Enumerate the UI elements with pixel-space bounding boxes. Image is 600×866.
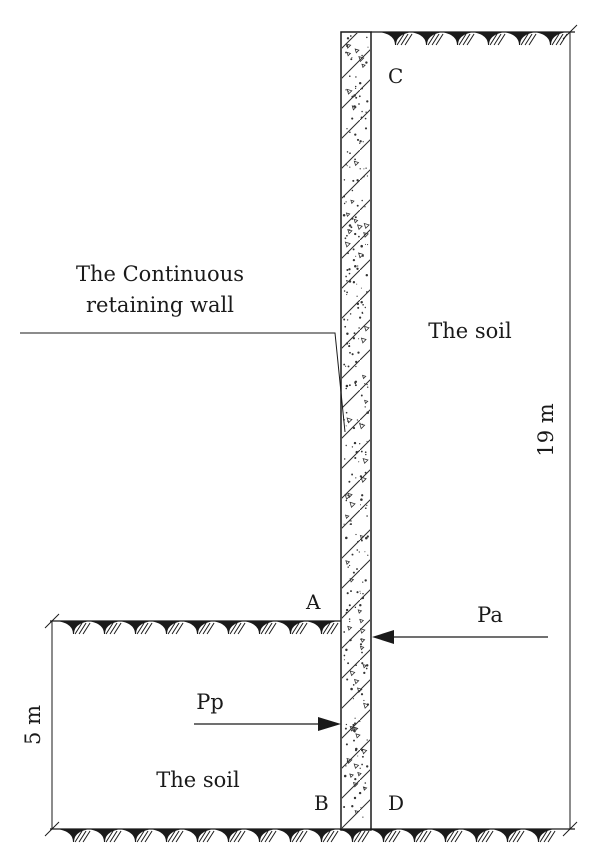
wall-label-leader <box>20 332 346 433</box>
wall-label-line2: retaining wall <box>86 293 234 317</box>
concrete-aggregate-texture <box>342 35 370 818</box>
soil-label-right: The soil <box>428 319 512 343</box>
wall-label-line1: The Continuous <box>76 262 244 286</box>
passive-pressure-label: Pp <box>196 690 224 714</box>
dimension-5m: 5 m <box>21 613 60 837</box>
point-a-label: A <box>305 590 321 614</box>
passive-pressure-arrow: Pp <box>194 690 341 731</box>
point-b-label: B <box>314 791 329 815</box>
dimension-19m-label: 19 m <box>534 403 558 456</box>
dimension-5m-label: 5 m <box>21 705 45 745</box>
ground-surface-bottom <box>50 828 575 843</box>
point-d-label: D <box>388 791 404 815</box>
active-pressure-arrow: Pa <box>372 603 548 644</box>
dimension-19m: 19 m <box>534 24 578 837</box>
ground-surface-top-right <box>371 31 575 46</box>
active-pressure-label: Pa <box>477 603 503 627</box>
point-c-label: C <box>388 64 403 88</box>
ground-surface-excavation-left <box>50 620 341 635</box>
retaining-wall <box>340 31 372 831</box>
ground-hatch-symbols <box>59 828 556 843</box>
soil-label-left: The soil <box>156 768 240 792</box>
ground-hatch-symbols <box>59 620 339 635</box>
ground-hatch-symbols <box>381 31 568 46</box>
